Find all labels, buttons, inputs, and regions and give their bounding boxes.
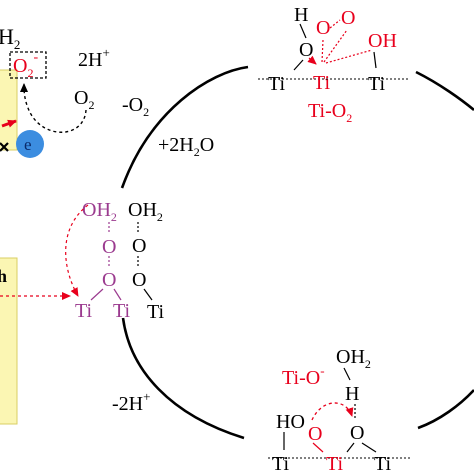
svg-text:O: O — [316, 17, 330, 39]
lower-yellow-band — [0, 257, 18, 425]
o2-label: O2 — [74, 87, 94, 112]
svg-text:O: O — [299, 39, 313, 61]
svg-text:Ti: Ti — [272, 453, 290, 474]
upper-yellow-band — [0, 69, 18, 151]
step-plus-2h2o: +2H2O — [158, 134, 214, 159]
svg-text:O: O — [102, 236, 116, 258]
svg-text:Ti: Ti — [368, 73, 386, 95]
svg-text:O: O — [132, 235, 146, 257]
cycle-arc-bottom-right — [417, 389, 474, 430]
svg-text:O: O — [102, 269, 116, 291]
svg-text:Ti: Ti — [147, 301, 165, 323]
svg-text:O: O — [308, 423, 322, 445]
electron-circle — [16, 130, 44, 158]
o2-minus-label: O2- — [13, 50, 38, 80]
step-minus-2h-plus: -2H+ — [112, 389, 150, 415]
svg-text:OH2: OH2 — [128, 199, 163, 224]
svg-text:Ti: Ti — [313, 72, 331, 94]
cycle-arc-left-lower — [121, 317, 245, 440]
o2-minus-box — [9, 51, 47, 79]
svg-text:Ti: Ti — [113, 300, 131, 322]
svg-text:O: O — [341, 7, 355, 29]
svg-text:Ti: Ti — [374, 453, 392, 474]
two-h-plus-label: 2H+ — [78, 45, 110, 71]
svg-text:H: H — [345, 383, 359, 405]
svg-text:OH2: OH2 — [336, 346, 371, 371]
svg-text:Ti-O-: Ti-O- — [282, 363, 325, 389]
ti-o2-structure: H O O O OH Ti Ti Ti Ti-O2 — [258, 4, 410, 125]
cross-marker — [0, 142, 9, 152]
svg-text:HO: HO — [276, 411, 305, 433]
o2-reduction-dotted-arrow — [20, 83, 87, 133]
svg-text:OH2: OH2 — [82, 199, 117, 224]
h2-label: H2 — [0, 24, 20, 52]
band-label: h — [0, 266, 7, 286]
svg-text:H: H — [294, 4, 308, 26]
svg-text:Ti: Ti — [326, 453, 344, 474]
electron-label: e — [24, 135, 32, 154]
red-electron-arrow — [1, 119, 17, 128]
adsorbed-water-structure: OH2 OH2 O O O O Ti Ti Ti — [65, 199, 165, 323]
svg-text:O: O — [132, 269, 146, 291]
cycle-arc-top-right — [415, 70, 474, 111]
step-minus-o2: -O2 — [122, 94, 149, 119]
svg-text:O: O — [350, 422, 364, 444]
svg-text:Ti-O2: Ti-O2 — [308, 100, 352, 125]
svg-text:Ti: Ti — [268, 73, 286, 95]
svg-text:Ti: Ti — [75, 300, 93, 322]
ti-o-minus-structure: Ti-O- OH2 H HO O O Ti Ti Ti — [268, 346, 410, 474]
svg-text:OH: OH — [368, 30, 397, 52]
cycle-arc-top — [120, 65, 249, 189]
